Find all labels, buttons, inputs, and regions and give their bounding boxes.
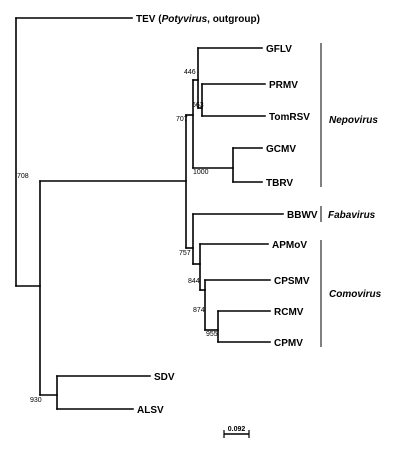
taxon-labels: TEV (Potyvirus, outgroup) GFLV PRMV TomR… — [136, 14, 318, 416]
group-label-comovirus: Comovirus — [329, 289, 382, 300]
scale-bar: 0.092 — [223, 426, 250, 438]
taxon-bbwv: BBWV — [287, 210, 318, 221]
taxon-gflv: GFLV — [266, 44, 292, 55]
bootstrap-como-clade: 844 — [188, 278, 200, 285]
taxon-alsv: ALSV — [137, 405, 164, 416]
taxon-apmov: APMoV — [272, 240, 307, 251]
group-labels: Nepovirus Fabavirus Comovirus — [328, 115, 382, 300]
bootstrap-gcmv-tbrv: 1000 — [193, 169, 209, 176]
taxon-cpmv: CPMV — [274, 338, 303, 349]
bootstrap-sdv-alsv: 930 — [30, 397, 42, 404]
group-label-fabavirus: Fabavirus — [328, 210, 376, 221]
taxon-cpsmv: CPSMV — [274, 276, 310, 287]
group-label-nepovirus: Nepovirus — [329, 115, 378, 126]
scale-bar-label: 0.092 — [228, 426, 246, 433]
taxon-sdv: SDV — [154, 372, 175, 383]
bootstrap-nepo-clade: 707 — [176, 116, 188, 123]
tree-branches — [15, 17, 284, 410]
bootstrap-cpsmv-rcmv-cpmv: 874 — [193, 307, 205, 314]
taxon-gcmv: GCMV — [266, 144, 296, 155]
bootstrap-values: 708 446 663 707 1000 757 844 874 955 930 — [17, 69, 218, 404]
bootstrap-prmv-tomrsv: 663 — [192, 102, 204, 109]
taxon-tev: TEV (Potyvirus, outgroup) — [136, 14, 260, 25]
bootstrap-root-top: 708 — [17, 173, 29, 180]
bootstrap-gflv-prmv-tomrsv: 446 — [184, 69, 196, 76]
taxon-rcmv: RCMV — [274, 307, 304, 318]
bootstrap-fab-como: 757 — [179, 250, 191, 257]
taxon-prmv: PRMV — [269, 80, 298, 91]
taxon-tomrsv: TomRSV — [269, 112, 310, 123]
taxon-tbrv: TBRV — [266, 178, 293, 189]
bootstrap-rcmv-cpmv: 955 — [206, 331, 218, 338]
